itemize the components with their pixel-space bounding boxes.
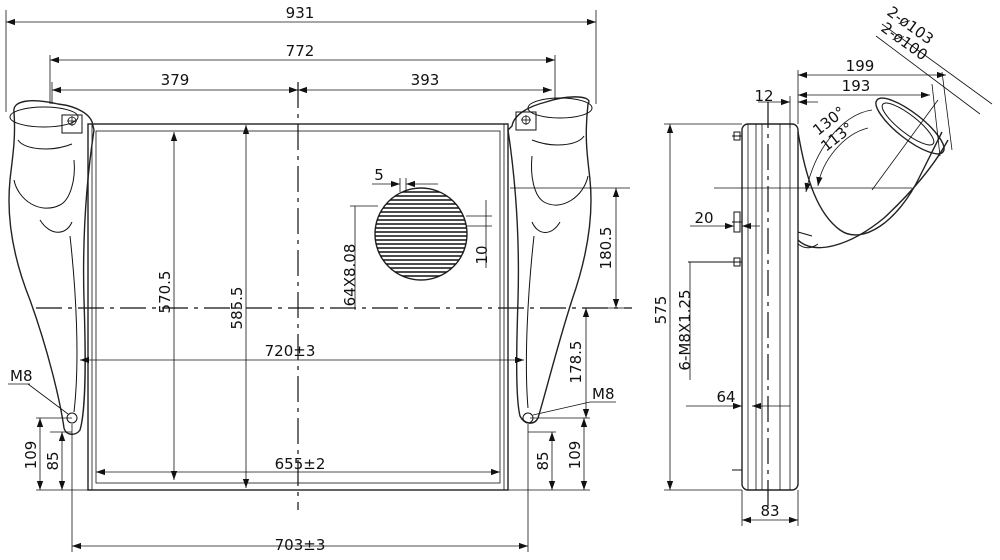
dim-772: 772 — [286, 42, 315, 60]
dim-12: 12 — [754, 87, 773, 105]
outlet-pipe-inner — [797, 139, 949, 249]
dim-85-right: 85 — [534, 451, 552, 470]
dim-570-5: 570.5 — [156, 271, 174, 314]
outlet-axis — [871, 99, 939, 191]
front-dimensions: 931 772 379 393 5 64X8.08 10 180.5 — [5, 4, 630, 554]
outlet-pipe-base — [797, 231, 819, 249]
side-body — [741, 123, 799, 491]
side-dimensions: 2-ø103 2-ø100 199 193 12 130° 113° 20 57… — [652, 3, 993, 526]
leader-phi-103 — [881, 23, 993, 105]
arc-113 — [816, 127, 869, 187]
left-tank-contour — [39, 219, 78, 413]
dim-199: 199 — [846, 57, 875, 75]
dim-720: 720±3 — [265, 342, 316, 360]
dim-85-left: 85 — [44, 451, 62, 470]
outlet-pipe-outer — [797, 131, 943, 236]
hole-fins — [375, 191, 467, 277]
label-m8-right: M8 — [592, 385, 615, 403]
core-inner-frame — [95, 130, 501, 484]
left-bracket — [61, 114, 83, 134]
left-tank — [8, 100, 95, 435]
right-bracket — [515, 111, 537, 131]
dim-703: 703±3 — [275, 536, 326, 554]
dim-193: 193 — [842, 77, 871, 95]
right-outlet-rim — [527, 97, 593, 119]
dim-575: 575 — [652, 296, 670, 325]
dim-109-left: 109 — [22, 441, 40, 470]
dim-5: 5 — [374, 166, 384, 184]
left-outlet-neck — [13, 139, 75, 209]
dim-20: 20 — [694, 209, 713, 227]
dim-180-5: 180.5 — [597, 227, 615, 270]
stud-top-nut — [733, 131, 741, 141]
leader-phi-link — [941, 71, 953, 151]
outlet-flange — [875, 97, 945, 155]
dim-393: 393 — [411, 71, 440, 89]
leader-m8-right — [532, 401, 591, 416]
dim-109-right: 109 — [566, 441, 584, 470]
dim-178-5: 178.5 — [567, 341, 585, 384]
dim-585-5: 585.5 — [228, 287, 246, 330]
dim-379: 379 — [161, 71, 190, 89]
label-m8-left: M8 — [10, 367, 33, 385]
perforated-hole-outline — [374, 187, 468, 281]
left-outlet-rim — [9, 106, 79, 128]
dim-931: 931 — [286, 4, 315, 22]
arc-130 — [804, 109, 873, 193]
front-view — [8, 82, 632, 510]
label-stud-spec: 6-M8X1.25 — [676, 289, 694, 370]
outlet-flange-inner — [881, 102, 935, 146]
side-view — [688, 97, 949, 506]
leader-m8-left — [27, 383, 69, 415]
dim-10: 10 — [473, 245, 491, 264]
mounting-studs — [688, 131, 742, 471]
dim-83: 83 — [760, 502, 779, 520]
core-frame — [87, 123, 509, 491]
stud-lower-a-nut — [733, 257, 741, 267]
dim-64: 64 — [716, 388, 735, 406]
stud-mid-nut — [733, 211, 741, 233]
dim-64x808: 64X8.08 — [341, 244, 359, 307]
dim-655: 655±2 — [275, 455, 326, 473]
right-tank — [507, 96, 592, 424]
right-outlet-neck — [531, 135, 589, 206]
right-tank-contour — [525, 221, 561, 409]
leader-phi-link-2 — [931, 83, 941, 157]
